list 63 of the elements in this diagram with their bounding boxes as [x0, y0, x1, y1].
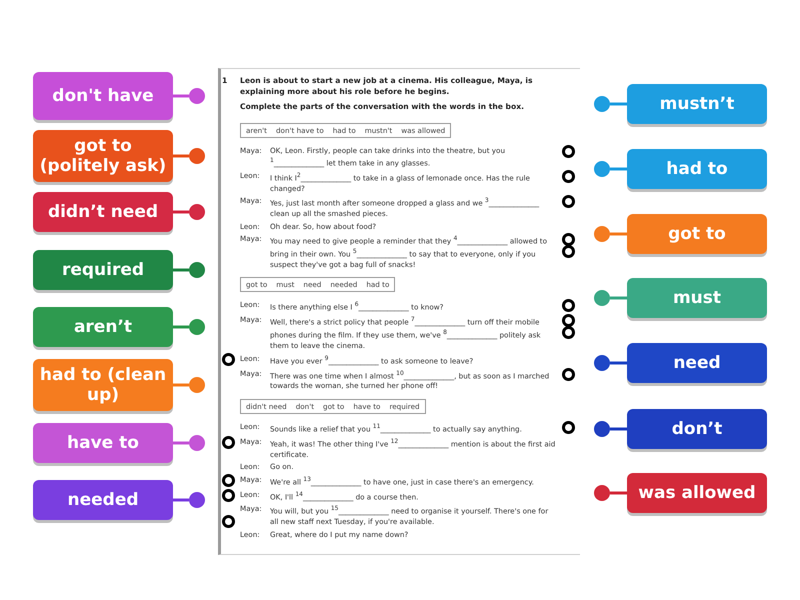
target-ring — [562, 314, 575, 328]
leader-line — [173, 94, 189, 98]
leader-line — [173, 384, 189, 386]
leader-line — [610, 428, 627, 430]
leader-line — [610, 296, 627, 300]
pin-dot — [594, 161, 610, 177]
answer-tile: don’t — [627, 409, 767, 449]
pin-dot — [189, 319, 205, 335]
pin-dot — [189, 492, 205, 508]
answer-tile: need — [627, 343, 767, 383]
answer-tile: must — [627, 278, 767, 318]
pin-dot — [189, 148, 205, 164]
target-ring — [562, 233, 575, 246]
pin-dot — [594, 355, 610, 371]
target-ring — [222, 436, 235, 449]
leader-line — [173, 442, 189, 444]
word-box — [240, 122, 452, 138]
leader-line — [610, 168, 627, 170]
pin-dot — [594, 421, 610, 437]
leader-line — [173, 268, 189, 272]
word-box — [240, 277, 396, 292]
leader-line — [173, 498, 189, 502]
leader-line — [173, 154, 189, 158]
answer-tile: didn’t need — [33, 192, 173, 232]
pin-dot — [594, 485, 610, 501]
leader-line — [610, 232, 627, 236]
target-ring — [562, 326, 575, 340]
answer-tile: was allowed — [627, 473, 767, 513]
answer-tile: got to — [627, 214, 767, 254]
pin-dot — [189, 262, 205, 278]
target-ring — [222, 474, 235, 487]
answer-tile: required — [33, 250, 173, 290]
answer-tile: needed — [33, 480, 173, 520]
pin-dot — [189, 88, 205, 104]
pin-dot — [594, 290, 610, 306]
answer-tile: got to (politely ask) — [33, 130, 173, 182]
pin-dot — [189, 377, 205, 393]
answer-tile: aren’t — [33, 307, 173, 347]
pin-dot — [189, 204, 205, 220]
answer-tile: mustn’t — [627, 84, 767, 124]
target-ring — [222, 352, 235, 366]
answer-tile: don't have — [33, 72, 173, 120]
target-ring — [562, 420, 575, 434]
leader-line — [610, 492, 627, 494]
target-ring — [562, 245, 575, 258]
answer-tile: had to (clean up) — [33, 359, 173, 411]
leader-line — [173, 326, 189, 328]
leader-line — [173, 210, 189, 214]
target-ring — [222, 515, 235, 528]
pin-dot — [594, 96, 610, 112]
leader-line — [610, 362, 627, 364]
target-ring — [562, 368, 575, 381]
pin-dot — [189, 435, 205, 451]
answer-tile: have to — [33, 423, 173, 463]
pin-dot — [594, 226, 610, 242]
word-box — [240, 398, 426, 414]
target-ring — [562, 195, 575, 208]
target-ring — [562, 299, 575, 312]
answer-tile: had to — [627, 149, 767, 189]
target-ring — [562, 144, 575, 158]
target-ring — [222, 488, 235, 502]
leader-line — [610, 102, 627, 106]
target-ring — [562, 170, 575, 183]
